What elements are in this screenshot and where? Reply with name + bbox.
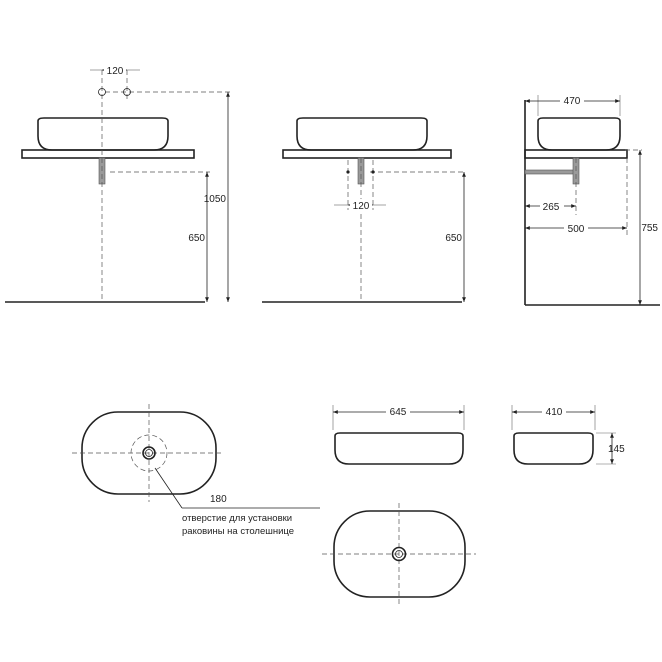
side-height-label: 755 — [641, 223, 658, 234]
hole-leader-line — [154, 467, 183, 509]
tap-hole-right — [123, 88, 131, 96]
drain-point-right — [371, 170, 375, 174]
bowl-width-label: 410 — [546, 407, 563, 418]
basin-front-elevation: 645 — [332, 405, 465, 465]
drain-hole — [142, 446, 156, 460]
plan-view-hole: 180 отверстие для установки раковины на … — [72, 404, 320, 537]
basin-front-shape — [334, 432, 464, 465]
basin-drain-hole — [391, 546, 407, 562]
middle-view: 120 650 — [262, 117, 466, 303]
drain-spacing-label: 120 — [353, 201, 370, 212]
basin-side-elevation: 410 145 — [511, 405, 625, 465]
basin-side-shape — [513, 432, 594, 465]
hole-note-line2: раковины на столешнице — [182, 526, 294, 537]
countertop-front — [21, 149, 195, 159]
bowl-depth-label: 470 — [564, 96, 581, 107]
hole-diameter-label: 180 — [210, 494, 227, 505]
drain-point-left — [346, 170, 350, 174]
drain-hole-inner — [145, 449, 153, 457]
side-view: 470 265 500 755 — [524, 94, 660, 306]
mounting-hole-circle — [130, 434, 168, 472]
basin-plan-view — [322, 503, 476, 605]
bowl-height-label: 145 — [608, 444, 625, 455]
counter-depth-label: 500 — [568, 224, 585, 235]
drain-offset-label: 265 — [543, 202, 560, 213]
tap-spacing-label: 120 — [107, 66, 124, 77]
total-height-label: 1050 — [204, 194, 227, 205]
basin-side — [537, 117, 621, 151]
countertop-middle — [282, 149, 452, 159]
basin-middle — [296, 117, 428, 151]
countertop-side — [524, 149, 628, 159]
drain-trap-side — [524, 169, 577, 175]
tap-hole-left — [98, 88, 106, 96]
front-view: 120 1050 650 — [5, 64, 230, 303]
basin-drain-hole-inner — [395, 550, 403, 558]
bowl-length-label: 645 — [390, 407, 407, 418]
counter-height-label: 650 — [445, 233, 462, 244]
counter-height-label: 650 — [188, 233, 205, 244]
hole-note-line1: отверстие для установки — [182, 513, 292, 524]
basin-front — [37, 117, 169, 151]
